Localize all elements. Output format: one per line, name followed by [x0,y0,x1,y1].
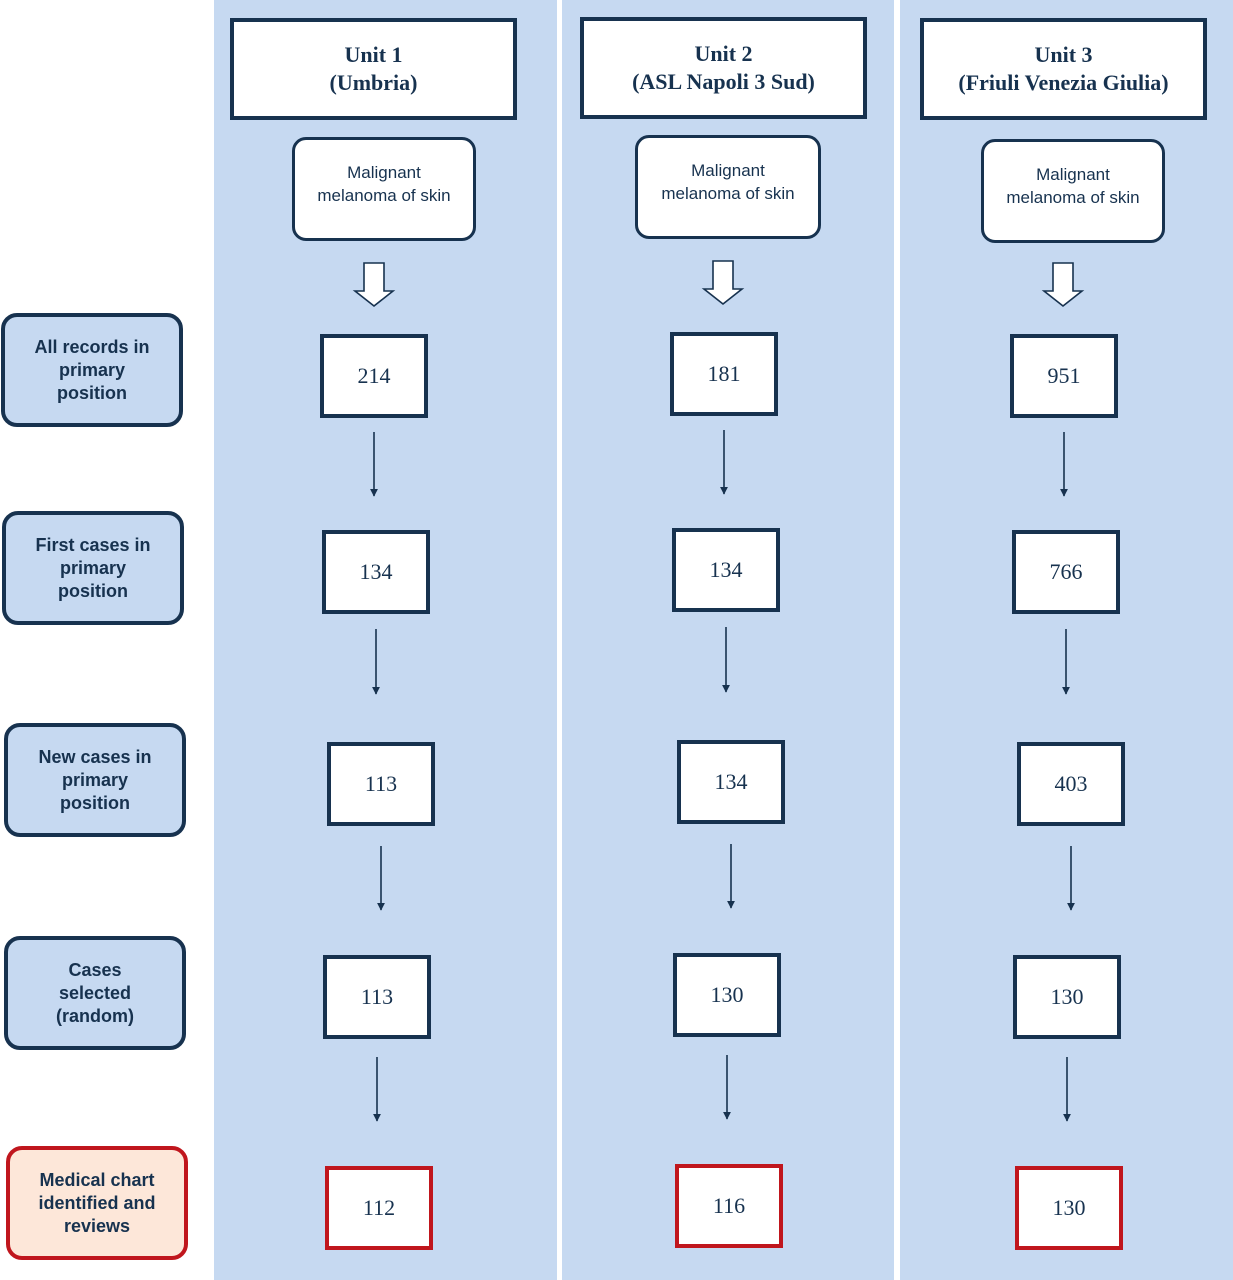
unit-2-diagnosis: Malignant melanoma of skin [635,135,821,239]
unit-2-count-cases-selected: 130 [673,953,781,1037]
unit-3-count-new-cases: 403 [1017,742,1125,826]
stage-medical-chart: Medical chart identified and reviews [6,1146,188,1260]
unit-3-title-line1: Unit 3 [1034,42,1093,67]
unit-3-diagnosis: Malignant melanoma of skin [981,139,1165,243]
unit-1-block-arrow [352,262,396,308]
unit-1-count-cases-selected: 113 [323,955,431,1039]
stage-new-cases: New cases in primary position [4,723,186,837]
unit-1-count-first-cases: 134 [322,530,430,614]
unit-2-title: Unit 2 (ASL Napoli 3 Sud) [580,17,867,119]
unit-3-count-cases-selected: 130 [1013,955,1121,1039]
stage-2-line2: primary [59,557,127,578]
unit-2-count-medical-chart: 116 [675,1164,783,1248]
unit-3-diagnosis-line1: Malignant [1036,165,1110,184]
stage-5-line2: identified and [38,1192,156,1213]
unit-1-title: Unit 1 (Umbria) [230,18,517,120]
unit-2-count-new-cases: 134 [677,740,785,824]
unit-2-diagnosis-line2: melanoma of skin [661,184,795,203]
stage-3-line3: position [60,792,130,813]
stage-2-line1: First cases in [35,534,151,555]
unit-1-count-medical-chart: 112 [325,1166,433,1250]
stage-1-line2: primary [58,359,126,380]
stage-3-line1: New cases in [38,746,152,767]
stage-3-line2: primary [61,769,129,790]
stage-1-line3: position [57,382,127,403]
unit-1-count-new-cases: 113 [327,742,435,826]
unit-1-diagnosis-line2: melanoma of skin [317,186,451,205]
stage-4-line1: Cases [68,959,122,980]
unit-1-title-line2: (Umbria) [329,70,418,95]
stage-all-records: All records in primary position [1,313,183,427]
unit-3-count-medical-chart: 130 [1015,1166,1123,1250]
unit-2-title-line1: Unit 2 [694,41,753,66]
unit-1-title-line1: Unit 1 [344,42,403,67]
stage-cases-selected: Cases selected (random) [4,936,186,1050]
unit-1-diagnosis-line1: Malignant [347,163,421,182]
stage-4-line2: selected [58,982,132,1003]
unit-3-diagnosis-line2: melanoma of skin [1006,188,1140,207]
unit-3-block-arrow [1041,262,1085,308]
unit-3-count-all-records: 951 [1010,334,1118,418]
unit-1-diagnosis: Malignant melanoma of skin [292,137,476,241]
unit-2-count-first-cases: 134 [672,528,780,612]
unit-1-count-all-records: 214 [320,334,428,418]
unit-3-title-line2: (Friuli Venezia Giulia) [958,70,1169,95]
unit-3-title: Unit 3 (Friuli Venezia Giulia) [920,18,1207,120]
unit-3-count-first-cases: 766 [1012,530,1120,614]
stage-2-line3: position [58,580,128,601]
stage-4-line3: (random) [56,1005,134,1026]
stage-1-line1: All records in [34,336,150,357]
stage-first-cases: First cases in primary position [2,511,184,625]
unit-2-block-arrow [701,260,745,306]
stage-5-line1: Medical chart [39,1169,155,1190]
unit-2-title-line2: (ASL Napoli 3 Sud) [632,69,815,94]
unit-2-diagnosis-line1: Malignant [691,161,765,180]
unit-2-count-all-records: 181 [670,332,778,416]
stage-5-line3: reviews [63,1215,131,1236]
